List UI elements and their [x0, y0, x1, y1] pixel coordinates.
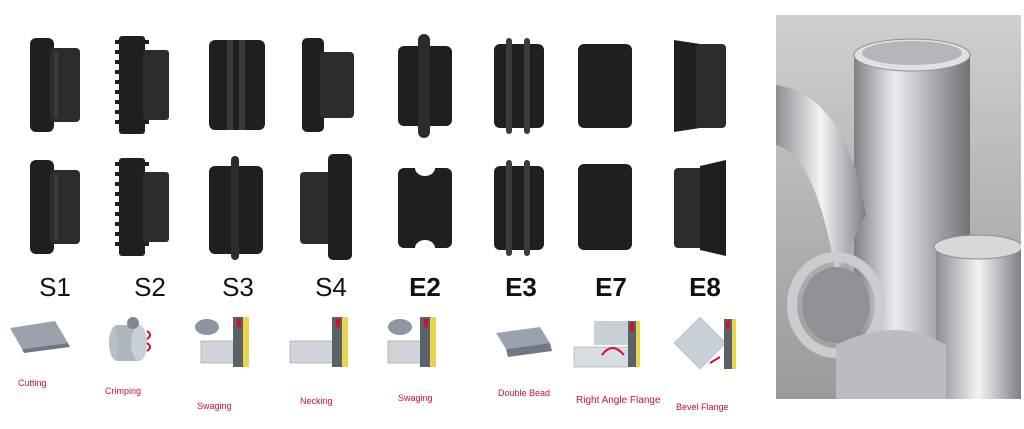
tool-column-s4: S4 Necking [286, 0, 376, 429]
bevel-flange-diagram-icon [660, 313, 750, 383]
roller-top-icon [286, 30, 376, 140]
swaging-diagram-icon [380, 313, 470, 383]
tool-column-e3: E3 Double Bead [476, 0, 566, 429]
roller-top-icon [660, 30, 750, 140]
roller-top-icon [105, 30, 195, 140]
roller-bottom-icon [476, 152, 566, 262]
process-caption: Necking [300, 396, 333, 406]
roller-bottom-icon [660, 152, 750, 262]
roller-top-icon [476, 30, 566, 140]
tool-column-s2: S2 Crimping [105, 0, 195, 429]
tool-code: E7 [595, 272, 627, 302]
double-bead-diagram-icon [476, 313, 566, 383]
roller-top-icon [380, 30, 470, 140]
tool-column-e8: E8 Bevel Flange [660, 0, 750, 429]
tool-code: S3 [222, 272, 254, 302]
roller-top-icon [193, 30, 283, 140]
tool-column-s1: S1 Cutting [10, 0, 100, 429]
process-caption: Double Bead [498, 388, 551, 398]
necking-diagram-icon [286, 313, 376, 383]
roller-bottom-icon [286, 152, 376, 262]
process-caption: Bevel Flange [676, 402, 729, 412]
tool-code: S4 [315, 272, 347, 302]
cutting-diagram-icon [10, 313, 100, 383]
tool-code: S1 [39, 272, 71, 302]
roller-bottom-icon [105, 152, 195, 262]
roller-bottom-icon [10, 152, 100, 262]
right-angle-flange-diagram-icon [566, 313, 656, 383]
galvanized-duct-fittings-photo [776, 15, 1023, 399]
tool-code: S2 [134, 272, 166, 302]
roller-bottom-icon [380, 152, 470, 262]
roller-bottom-icon [193, 152, 283, 262]
process-caption: Swaging [197, 401, 232, 411]
process-caption: Cutting [18, 378, 47, 388]
roller-top-icon [10, 30, 100, 140]
tool-column-e7: E7 Right Angle Flange [566, 0, 661, 429]
roller-top-icon [566, 30, 656, 140]
swaging-diagram-icon [193, 313, 283, 383]
process-caption: Right Angle Flange [576, 395, 661, 406]
tool-column-e2: E2 Swaging [380, 0, 470, 429]
tool-code: E8 [689, 272, 721, 302]
process-caption: Swaging [398, 393, 433, 403]
tool-column-s3: S3 Swaging [193, 0, 283, 429]
roller-bottom-icon [566, 152, 656, 262]
tool-code: E2 [409, 272, 441, 302]
crimping-diagram-icon [105, 313, 195, 383]
tool-code: E3 [505, 272, 537, 302]
process-caption: Crimping [105, 386, 142, 396]
